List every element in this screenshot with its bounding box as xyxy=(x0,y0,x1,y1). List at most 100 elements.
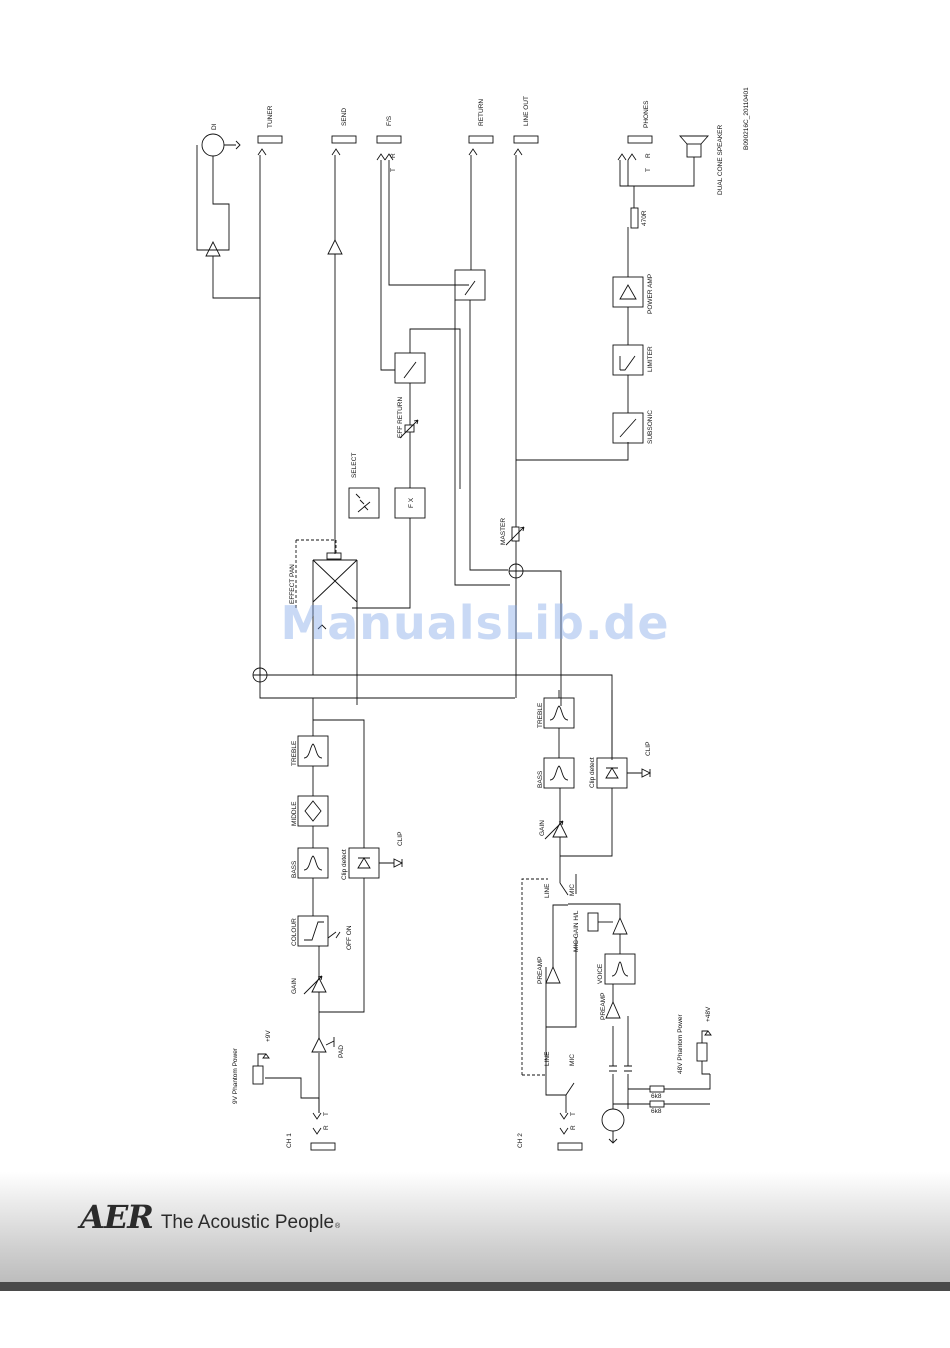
ch1-colour-block xyxy=(297,915,329,947)
power-amp-block xyxy=(612,276,644,308)
ch2-clip-label: CLIP xyxy=(645,742,652,756)
ch1-gain-amp xyxy=(311,976,327,993)
ch2-line-in-label: LINE xyxy=(544,1051,551,1066)
ch2-input-jack xyxy=(557,1142,583,1151)
tuner-label: TUNER xyxy=(267,105,274,128)
ch1-input-amp xyxy=(311,1036,327,1053)
limiter-label: LIMITER xyxy=(647,346,654,372)
ch2-preamp-mic-label: PREAMP xyxy=(600,993,607,1020)
fs-t-label: T xyxy=(390,168,397,172)
ch2-mic-in-label: MIC xyxy=(569,1054,576,1066)
return-label: RETURN xyxy=(478,99,485,126)
resistor-470r xyxy=(630,207,639,229)
master-label: MASTER xyxy=(500,518,507,545)
ch2-xlr-connector xyxy=(601,1108,625,1132)
ch2-t-label: T xyxy=(570,1112,577,1116)
phones-jack xyxy=(627,135,653,144)
ch1-offon-label: OFF ON xyxy=(346,925,353,950)
manualslib-watermark: ManualsLib.de xyxy=(280,596,670,650)
ch1-t-label: T xyxy=(323,1112,330,1116)
doc-code-label: B090216C_20110401 xyxy=(743,87,750,150)
aer-tagline: The Acoustic People xyxy=(160,1212,335,1233)
lineout-label: LINE OUT xyxy=(523,96,530,126)
ch2-line-preamp xyxy=(545,965,561,984)
ch2-phantom48-label: 48V Phantom Power xyxy=(677,1014,684,1074)
footer-gradient xyxy=(0,1172,950,1282)
ch1-plus9v-label: +9V xyxy=(265,1030,272,1042)
effect-pan-pot xyxy=(326,552,342,560)
select-switch xyxy=(348,487,380,519)
phones-t-label: T xyxy=(645,168,652,172)
lineout-jack xyxy=(513,135,539,144)
ch1-treble-block xyxy=(297,735,329,767)
phones-label: PHONES xyxy=(643,100,650,128)
eff-return-switch xyxy=(394,352,426,384)
ch1-middle-label: MIDDLE xyxy=(291,801,298,826)
ch1-colour-label: COLOUR xyxy=(291,918,298,946)
ch2-res-a xyxy=(649,1085,665,1093)
footer-bar xyxy=(0,1282,950,1291)
send-jack xyxy=(331,135,357,144)
tuner-jack xyxy=(257,135,283,144)
ch2-mic-preamp xyxy=(605,1000,621,1019)
ch2-clip-detect xyxy=(596,757,628,789)
eff-return-label: EFF RETURN xyxy=(397,397,404,438)
ch2-clipdetect-label: Clip detect xyxy=(589,757,596,788)
aer-logo-mark: AER xyxy=(80,1198,154,1236)
master-pot xyxy=(511,526,520,542)
di-buffer-amp xyxy=(205,240,221,257)
ch1-bass-block xyxy=(297,847,329,879)
resistor-470r-label: 470R xyxy=(641,210,648,226)
speaker-label: DUAL CONE SPEAKER xyxy=(717,124,724,195)
ch2-r-label: R xyxy=(570,1125,577,1130)
ch1-pad-label: PAD xyxy=(338,1045,345,1058)
effect-pan-label: EFFECT PAN xyxy=(289,564,296,604)
ch1-phantom-switch xyxy=(252,1065,264,1085)
ch2-bass-block xyxy=(543,757,575,789)
ch2-voice-block xyxy=(604,953,636,985)
fx-label: F X xyxy=(408,497,415,508)
send-label: SEND xyxy=(341,108,348,126)
ch2-mic-gain-amp xyxy=(612,916,628,935)
fs-label: F/S xyxy=(386,115,393,126)
registered-mark: ® xyxy=(335,1223,341,1230)
send-buffer-amp xyxy=(327,238,343,255)
ch2-phantom-switch xyxy=(696,1042,708,1062)
subsonic-label: SUBSONIC xyxy=(647,410,654,444)
ch2-treble-block xyxy=(543,697,575,729)
ch1-label: CH 1 xyxy=(286,1133,293,1148)
ch2-mic-sel-label: MIC xyxy=(569,884,576,896)
power-amp-label: POWER AMP xyxy=(647,274,654,314)
select-label: SELECT xyxy=(351,453,358,478)
di-xlr-connector xyxy=(201,133,225,157)
ch2-res-b-label: 6k8 xyxy=(651,1108,662,1115)
speaker-magnet xyxy=(686,143,702,158)
ch2-voice-label: VOICE xyxy=(597,963,604,984)
ch2-plus48v-label: +48V xyxy=(705,1006,712,1022)
ch2-treble-label: TREBLE xyxy=(537,702,544,728)
ch2-gain-amp xyxy=(552,821,568,838)
fs-r-label: R xyxy=(390,153,397,158)
ch2-gain-label: GAIN xyxy=(539,820,546,836)
limiter-block xyxy=(612,344,644,376)
ch2-res-a-label: 6k8 xyxy=(651,1093,662,1100)
ch2-mic-gain-switch xyxy=(587,912,599,932)
ch1-phantom-label: 9V Phantom Power xyxy=(232,1047,239,1104)
ch1-bass-label: BASS xyxy=(291,860,298,878)
ch1-treble-label: TREBLE xyxy=(291,740,298,766)
ch2-preamp-line-label: PREAMP xyxy=(537,957,544,984)
effect-pan-crossfade xyxy=(312,559,358,705)
fs-jack xyxy=(376,135,402,144)
di-label: DI xyxy=(211,123,218,130)
phones-r-label: R xyxy=(645,153,652,158)
ch1-clip-detect xyxy=(348,847,380,879)
aer-logo: AER The Acoustic People ® xyxy=(80,1198,340,1238)
ch2-micgain-label: MIC GAIN H/L xyxy=(573,910,580,952)
ch2-line-sel-label: LINE xyxy=(544,883,551,898)
return-jack xyxy=(468,135,494,144)
ch1-gain-label: GAIN xyxy=(291,978,298,994)
ch1-r-label: R xyxy=(323,1125,330,1130)
ch1-input-jack xyxy=(310,1142,336,1151)
